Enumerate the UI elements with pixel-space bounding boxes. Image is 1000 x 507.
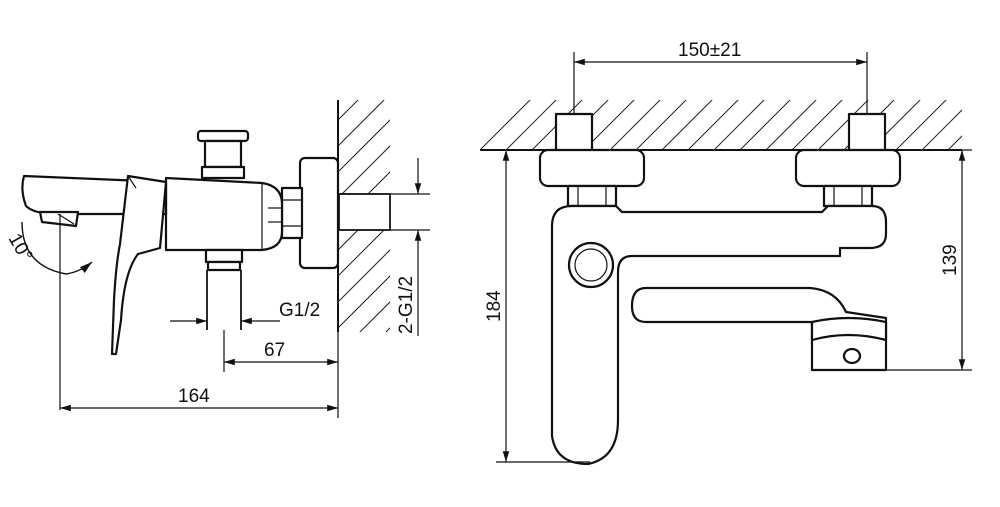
- hex-nut-left: [566, 184, 618, 208]
- diverter-cap: [196, 129, 250, 143]
- label-164: 164: [178, 386, 210, 407]
- mixer-body-side: [164, 176, 284, 252]
- dimension-164: 164: [60, 332, 339, 418]
- diverter-base: [200, 165, 246, 180]
- flange-right: [794, 148, 902, 188]
- dimension-g12: G1/2: [170, 300, 320, 325]
- dimension-139: 139: [886, 149, 972, 371]
- spout-front: [630, 286, 888, 372]
- angle-label: 10°: [4, 230, 37, 265]
- diverter-stem: [203, 139, 243, 169]
- spout-outlet: [38, 210, 80, 228]
- dimension-184: 184: [484, 149, 590, 463]
- dimension-150: 150±21: [573, 40, 868, 114]
- lever-handle-side: [110, 174, 168, 356]
- angle-arc: [21, 221, 67, 275]
- wall-pipe-opening: [338, 193, 391, 231]
- dimension-67: 67: [223, 330, 338, 372]
- outlet-nut: [204, 248, 244, 264]
- dimension-2-g12: 2-G1/2: [390, 158, 430, 336]
- label-67: 67: [264, 340, 285, 361]
- spout-aerator: [810, 316, 888, 342]
- wall-flange: [298, 156, 340, 270]
- label-139: 139: [940, 244, 961, 276]
- spout-outlet-hole: [842, 347, 862, 365]
- inlet-pipe-left: [554, 112, 594, 156]
- inlet-pipe-right: [847, 112, 887, 156]
- label-2-g12: 2-G1/2: [396, 276, 417, 334]
- eccentric-connector: [280, 186, 304, 240]
- label-150: 150±21: [678, 40, 741, 61]
- side-view: 10° G1/2 67 164 2-G1/2: [4, 100, 430, 418]
- handle-knob-inner: [574, 248, 608, 282]
- label-g12: G1/2: [279, 300, 320, 321]
- mixer-body-front: [550, 204, 888, 466]
- flange-left: [538, 148, 646, 188]
- hex-nut-right: [822, 184, 874, 208]
- label-184: 184: [484, 290, 505, 322]
- front-view: 150±21 184 139: [480, 40, 972, 466]
